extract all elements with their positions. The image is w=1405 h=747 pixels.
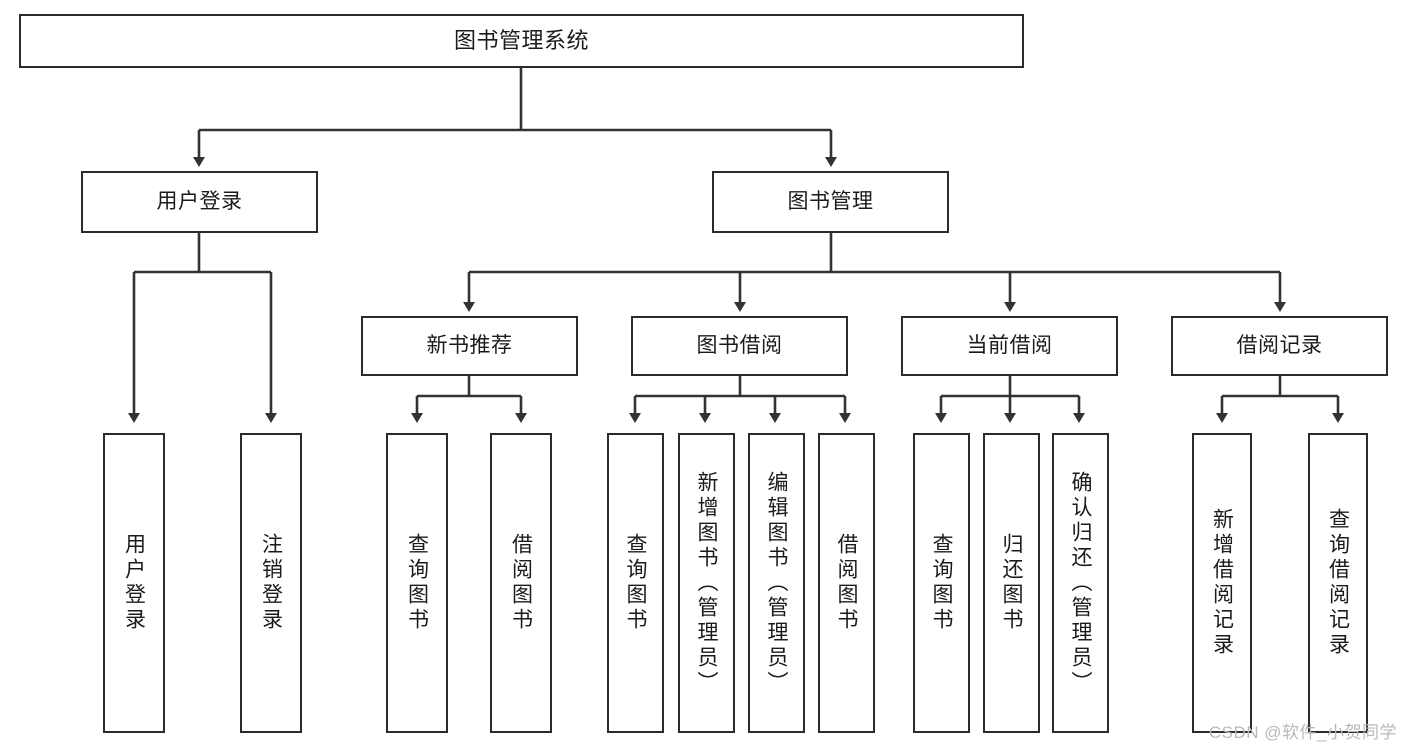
node-leaf-logout-label: 注销登录	[259, 533, 283, 633]
node-leaf-query-record[interactable]: 查询借阅记录	[1308, 433, 1368, 733]
node-leaf-add-book-label: 新增图书（管理员）	[695, 470, 718, 696]
node-leaf-borrow-book-2[interactable]: 借阅图书	[818, 433, 875, 733]
node-leaf-logout[interactable]: 注销登录	[240, 433, 302, 733]
node-leaf-edit-book[interactable]: 编辑图书（管理员）	[748, 433, 805, 733]
node-leaf-query-book-2[interactable]: 查询图书	[607, 433, 664, 733]
node-leaf-return-book-label: 归还图书	[1000, 533, 1023, 633]
node-leaf-query-book-3[interactable]: 查询图书	[913, 433, 970, 733]
node-borrow-record[interactable]: 借阅记录	[1171, 316, 1388, 376]
node-borrow-record-label: 借阅记录	[1236, 333, 1323, 357]
node-book-management-label: 图书管理	[787, 189, 874, 213]
node-leaf-borrow-book-2-label: 借阅图书	[835, 533, 858, 633]
node-leaf-confirm-return-label: 确认归还（管理员）	[1069, 470, 1092, 696]
node-current-borrow[interactable]: 当前借阅	[901, 316, 1118, 376]
node-new-book-recommend-label: 新书推荐	[426, 333, 513, 357]
node-leaf-query-book-1[interactable]: 查询图书	[386, 433, 448, 733]
node-leaf-query-book-1-label: 查询图书	[405, 533, 429, 633]
node-leaf-return-book[interactable]: 归还图书	[983, 433, 1040, 733]
node-leaf-confirm-return[interactable]: 确认归还（管理员）	[1052, 433, 1109, 733]
node-new-book-recommend[interactable]: 新书推荐	[361, 316, 578, 376]
node-current-borrow-label: 当前借阅	[966, 333, 1053, 357]
node-leaf-query-book-3-label: 查询图书	[930, 533, 953, 633]
node-book-management[interactable]: 图书管理	[712, 171, 949, 233]
node-root[interactable]: 图书管理系统	[19, 14, 1024, 68]
node-leaf-add-book[interactable]: 新增图书（管理员）	[678, 433, 735, 733]
node-leaf-user-login[interactable]: 用户登录	[103, 433, 165, 733]
node-leaf-user-login-label: 用户登录	[122, 533, 146, 633]
node-leaf-query-record-label: 查询借阅记录	[1326, 508, 1350, 658]
node-user-login[interactable]: 用户登录	[81, 171, 318, 233]
node-leaf-add-record[interactable]: 新增借阅记录	[1192, 433, 1252, 733]
node-leaf-add-record-label: 新增借阅记录	[1210, 508, 1234, 658]
node-root-label: 图书管理系统	[453, 28, 589, 54]
node-book-borrow-label: 图书借阅	[696, 333, 783, 357]
node-book-borrow[interactable]: 图书借阅	[631, 316, 848, 376]
node-user-login-label: 用户登录	[156, 189, 243, 213]
node-leaf-edit-book-label: 编辑图书（管理员）	[765, 470, 788, 696]
node-leaf-borrow-book-1-label: 借阅图书	[509, 533, 533, 633]
node-leaf-query-book-2-label: 查询图书	[624, 533, 647, 633]
node-leaf-borrow-book-1[interactable]: 借阅图书	[490, 433, 552, 733]
watermark-text: CSDN @软件_小贺同学	[1208, 723, 1397, 742]
